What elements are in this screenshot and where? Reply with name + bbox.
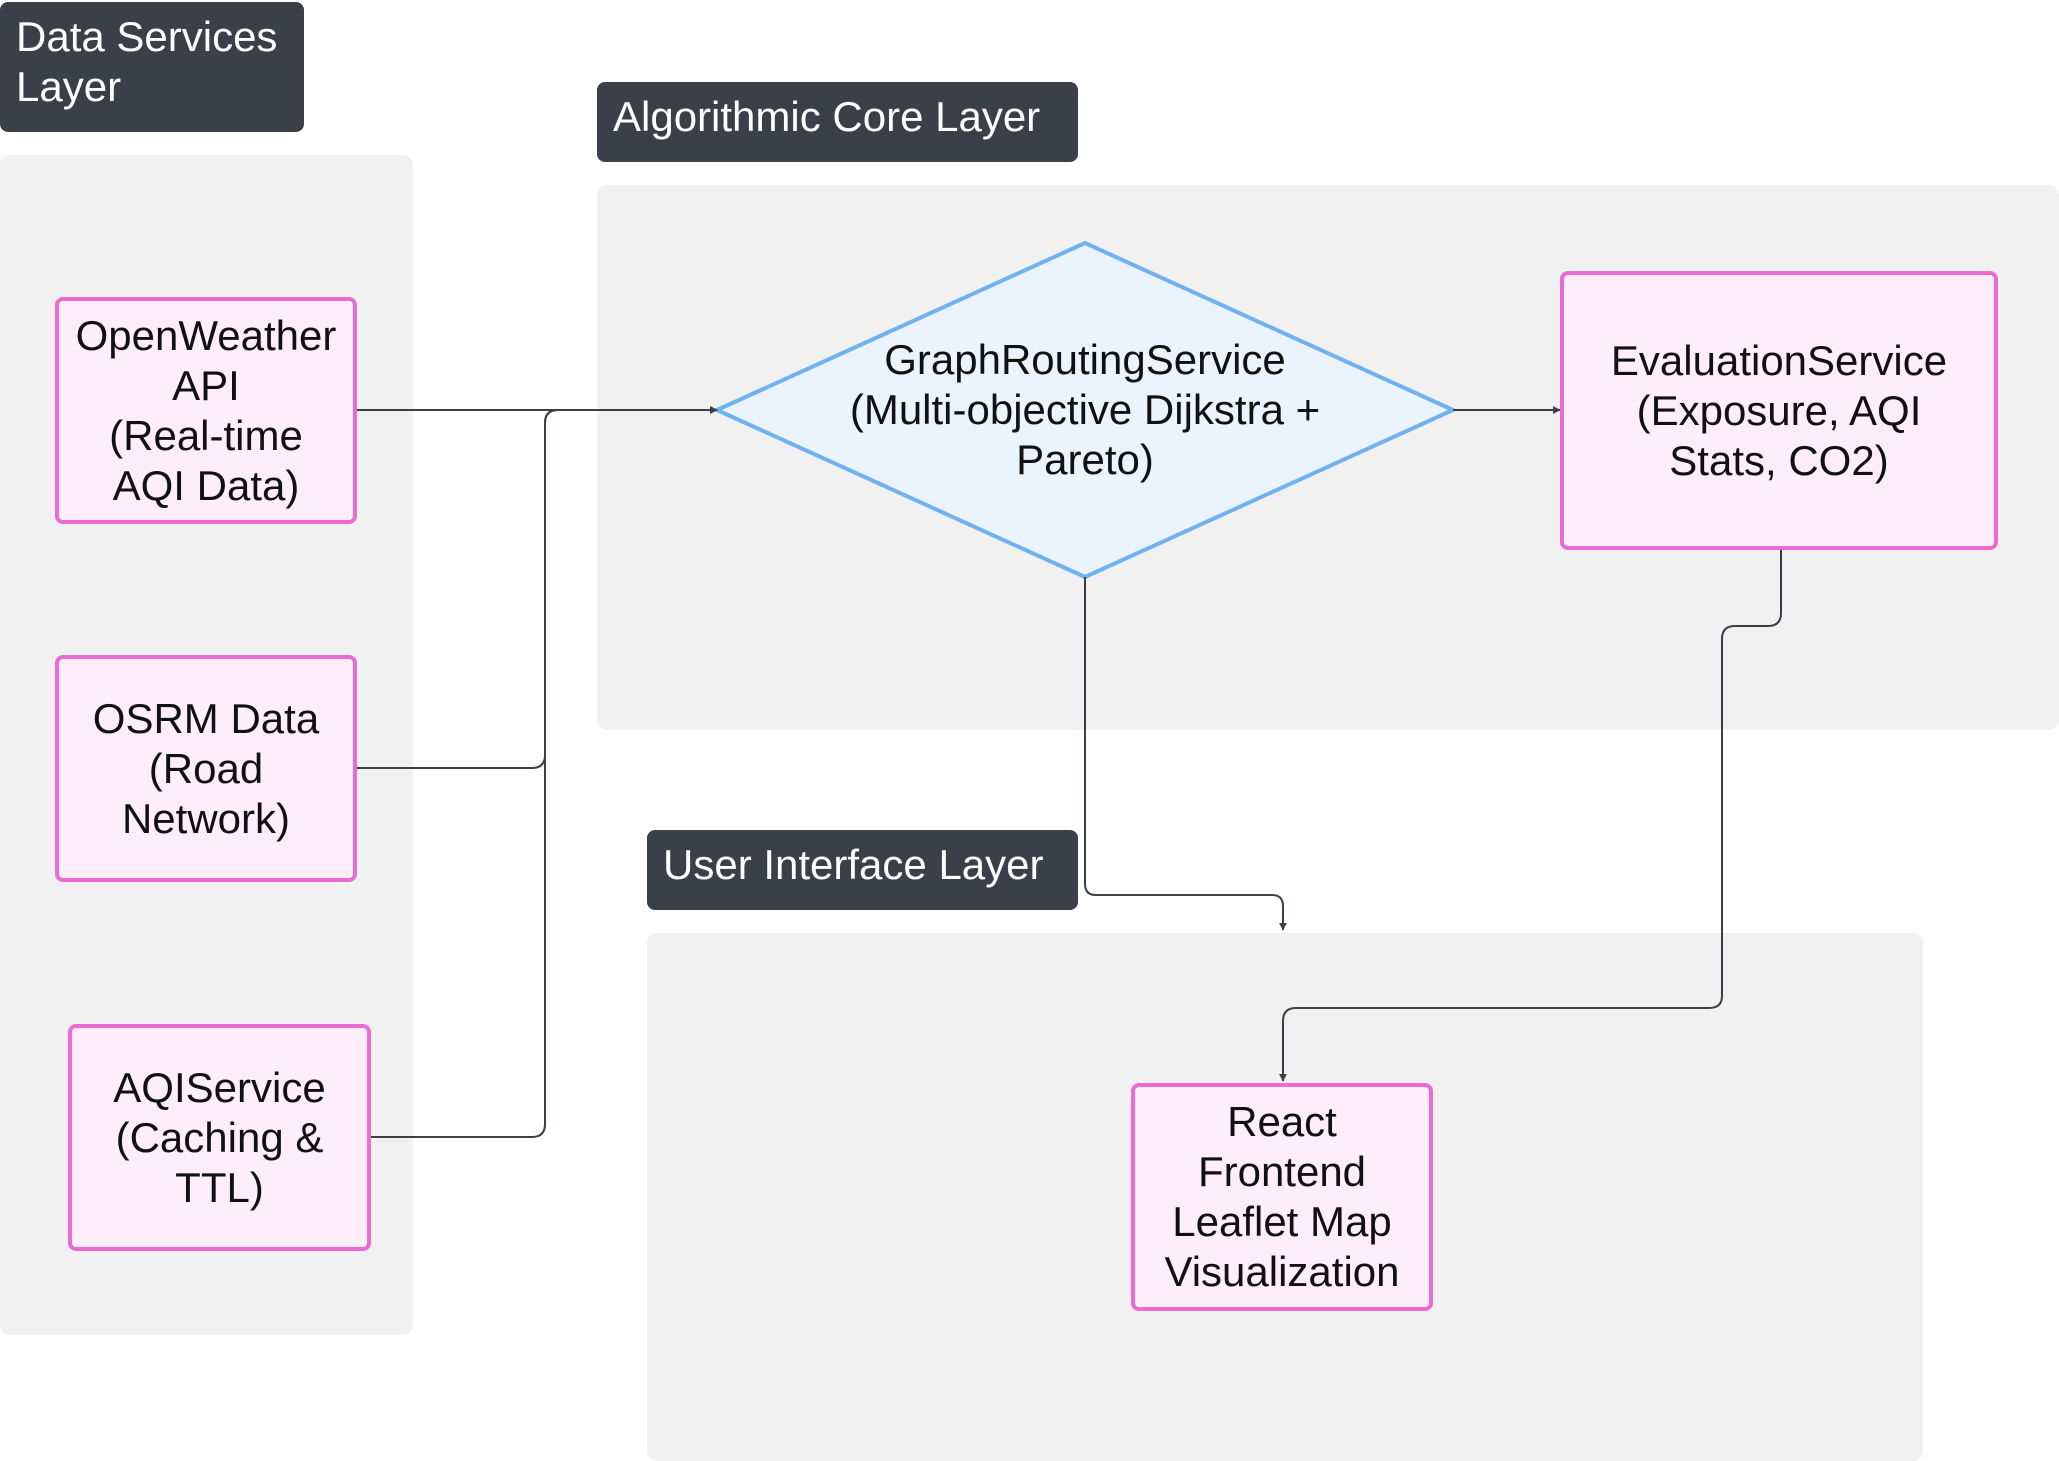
node-line: (Caching & [115,1113,324,1161]
user-interface-layer-label: User Interface Layer [647,830,1078,910]
node-line: (Multi-objective Dijkstra + [849,386,1321,433]
node-line: Leaflet Map [1172,1198,1392,1245]
node-line: GraphRoutingService [884,336,1286,383]
node-line: Stats, CO2) [1669,436,1889,484]
node-line: (Real-time [109,411,303,459]
node-line: Frontend [1197,1148,1367,1195]
node-line: AQI Data) [112,461,300,509]
node-line: (Road [148,744,264,792]
algorithmic-core-layer-label: Algorithmic Core Layer [597,82,1078,162]
data-services-layer-label: Data Services Layer [0,2,304,132]
evaluation-service-node[interactable]: EvaluationService (Exposure, AQI Stats, … [1560,271,1998,550]
node-line: React [1227,1098,1337,1145]
osrm-data-node[interactable]: OSRM Data (Road Network) [55,655,357,882]
node-line: EvaluationService [1610,336,1948,384]
node-line: Network) [121,794,290,842]
edge-evaluation-to-frontend [1279,550,1782,1082]
react-frontend-node[interactable]: React Frontend Leaflet Map Visualization [1131,1083,1433,1311]
node-line: Pareto) [1016,436,1154,483]
node-line: OSRM Data [92,694,320,742]
node-line: (Exposure, AQI [1636,386,1922,434]
aqiservice-node[interactable]: AQIService (Caching & TTL) [68,1024,371,1251]
node-line: API [172,361,240,409]
edge-aqiservice-to-graphrouting [371,406,718,1138]
node-line: OpenWeather [75,311,337,359]
node-line: Visualization [1164,1248,1400,1295]
graphrouting-service-node[interactable]: GraphRoutingService (Multi-objective Dij… [717,243,1453,577]
openweather-api-node[interactable]: OpenWeather API (Real-time AQI Data) [55,297,357,524]
edge-osrm-to-graphrouting [357,406,718,769]
edge-graphrouting-to-frontend [1084,577,1287,931]
node-line: AQIService [113,1063,326,1111]
node-line: TTL) [175,1163,264,1211]
